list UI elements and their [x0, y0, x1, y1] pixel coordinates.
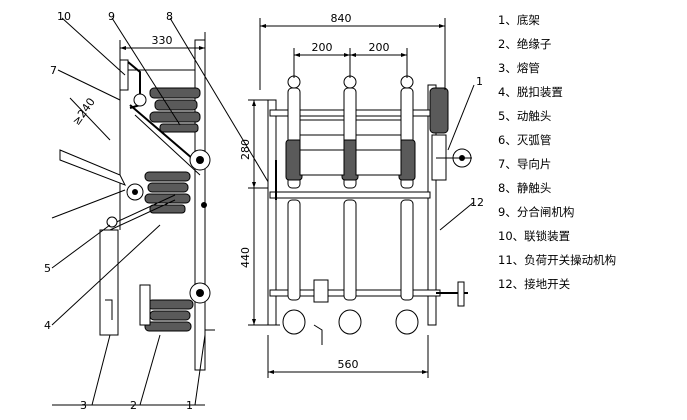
pole-middle [338, 75, 362, 335]
callout-8: 10 [57, 10, 71, 23]
legend-item-5: 5、动触头 [498, 109, 551, 123]
bottom-insulator [144, 299, 194, 332]
pole-left [282, 75, 306, 335]
operating-mechanism [429, 87, 449, 134]
legend-item-9: 9、分合闸机构 [498, 205, 574, 219]
callout-2: 2 [130, 399, 137, 412]
dim-height-lower: 440 [239, 247, 252, 268]
legend-item-8: 8、静触头 [498, 181, 551, 195]
pole-right [395, 75, 419, 335]
dim-pitch-right: 200 [369, 41, 390, 54]
callout-leaders [51, 17, 475, 406]
legend-item-2: 2、绝缘子 [498, 37, 551, 51]
legend-item-10: 10、联锁装置 [498, 229, 570, 243]
legend-item-6: 6、灭弧管 [498, 133, 551, 147]
dim-bottom-width: 560 [338, 358, 359, 371]
dim-side-depth: 330 [152, 34, 173, 47]
upper-insulator [149, 87, 201, 133]
legend-item-11: 11、负荷开关操动机构 [498, 253, 616, 267]
callout-1-bottom: 1 [186, 399, 193, 412]
dim-height-upper: 280 [239, 139, 252, 160]
front-dimensions: 840 200 200 280 440 560 [239, 12, 446, 378]
callout-10: 8 [166, 10, 173, 23]
callout-4: 4 [44, 319, 51, 332]
front-right-frame [427, 84, 437, 326]
callout-5: 5 [44, 262, 51, 275]
legend-item-1: 1、底架 [498, 13, 540, 27]
legend-item-7: 7、导向片 [498, 157, 551, 171]
front-view [267, 75, 472, 345]
callout-3: 3 [80, 399, 87, 412]
middle-insulator [144, 171, 191, 214]
callout-7: 7 [50, 64, 57, 77]
legend-item-3: 3、熔管 [498, 61, 540, 75]
legend-item-4: 4、脱扣装置 [498, 85, 563, 99]
callout-12: 12 [470, 196, 484, 209]
callout-9: 9 [108, 10, 115, 23]
operating-handle [59, 149, 127, 186]
fuse-tube [99, 229, 119, 336]
side-view: 330 ≥240 [59, 32, 215, 371]
parts-legend: 1、底架 2、绝缘子 3、熔管 4、脱扣装置 5、动触头 6、灭弧管 7、导向片… [498, 13, 616, 291]
callout-labels: 10 9 8 7 5 4 3 2 1 1 12 [44, 10, 484, 412]
dim-overall-width: 840 [331, 12, 352, 25]
dim-pitch-left: 200 [312, 41, 333, 54]
legend-item-12: 12、接地开关 [498, 277, 571, 291]
callout-1-right: 1 [476, 75, 483, 88]
